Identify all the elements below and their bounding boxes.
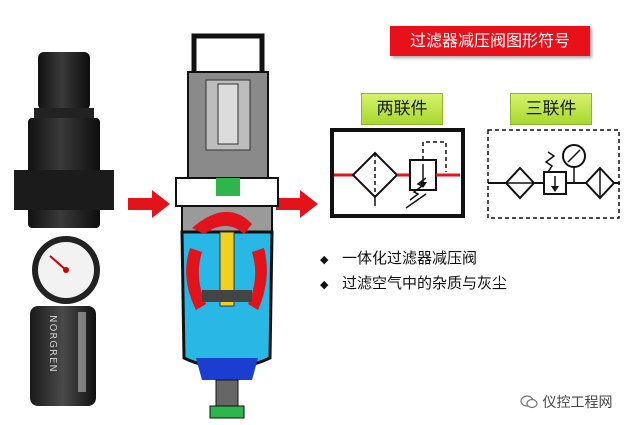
diamond-bullet-icon: ◆ (320, 253, 329, 266)
two-unit-symbol (330, 128, 465, 218)
wechat-icon (520, 395, 538, 409)
watermark: 仪控工程网 (520, 392, 612, 412)
two-unit-label: 两联件 (361, 93, 443, 125)
three-unit-label: 三联件 (510, 93, 592, 125)
product-brand-text: NORGREN (47, 315, 58, 373)
bullet-item: ◆过滤空气中的杂质与灰尘 (320, 271, 507, 296)
filter-regulator-photo: NORGREN (14, 52, 114, 406)
arrow-right-icon (276, 190, 318, 218)
diamond-bullet-icon: ◆ (320, 278, 329, 291)
bullet-list: ◆一体化过滤器减压阀 ◆过滤空气中的杂质与灰尘 (320, 246, 507, 296)
diagram-title: 过滤器减压阀图形符号 (390, 26, 590, 56)
bullet-item: ◆一体化过滤器减压阀 (320, 246, 507, 271)
cross-section-diagram (175, 33, 279, 419)
three-unit-symbol (487, 129, 620, 219)
arrow-right-icon (128, 190, 170, 218)
